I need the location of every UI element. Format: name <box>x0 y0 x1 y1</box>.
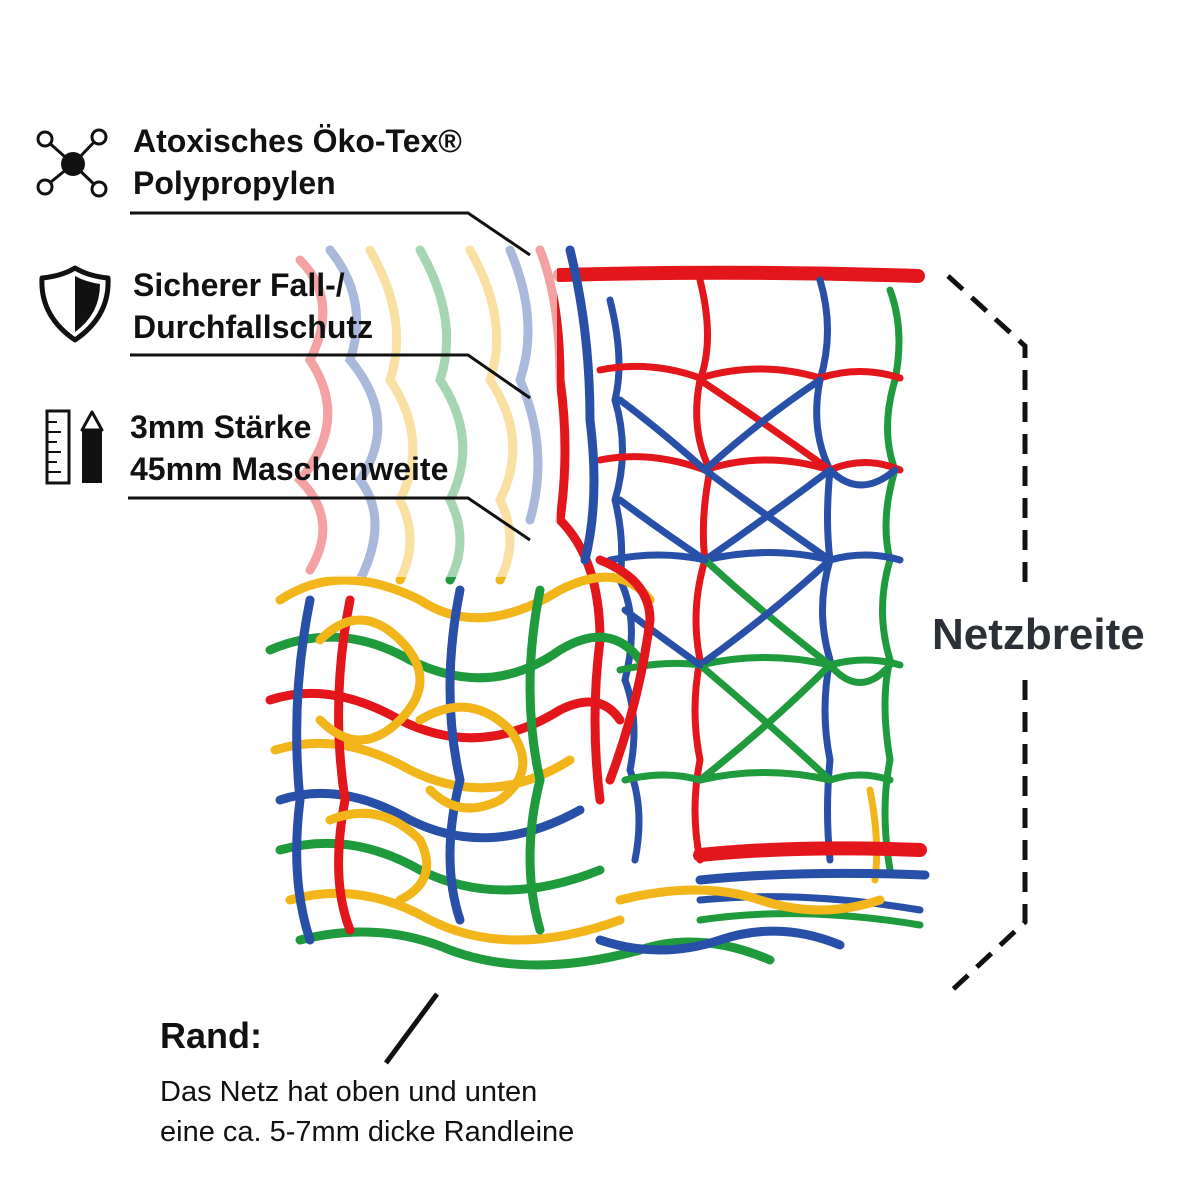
edge-description-line1: Das Netz hat oben und unten <box>160 1076 538 1108</box>
feature-item-material: Atoxisches Öko-Tex® Polypropylen <box>133 120 462 204</box>
dimension-label: Netzbreite <box>932 610 1145 659</box>
feature-line2: Durchfallschutz <box>133 309 374 345</box>
feature-line2: Polypropylen <box>133 165 336 201</box>
edge-description-line2: eine ca. 5-7mm dicke Randleine <box>160 1116 575 1148</box>
edge-title: Rand: <box>160 1015 262 1056</box>
feature-line1: Atoxisches Öko-Tex® <box>133 123 462 159</box>
shield-icon <box>39 265 111 343</box>
leader-line-1 <box>130 211 531 257</box>
feature-line1: Sicherer Fall-/ <box>133 267 345 303</box>
edge-description: Das Netz hat oben und unten eine ca. 5-7… <box>160 1072 574 1152</box>
feature-line1: 3mm Stärke <box>130 409 312 445</box>
feature-line2: 45mm Maschenweite <box>130 451 449 487</box>
net-mesh <box>596 276 904 884</box>
bottom-border-rope <box>693 841 927 862</box>
leader-line-2 <box>130 353 531 400</box>
top-border-rope <box>553 265 925 283</box>
leader-line-3 <box>128 496 531 542</box>
ruler-pencil-icon <box>45 409 104 485</box>
feature-item-safety: Sicherer Fall-/ Durchfallschutz <box>133 264 373 348</box>
text-backdrop <box>282 232 557 577</box>
molecule-icon <box>36 128 108 198</box>
feature-item-dimensions: 3mm Stärke 45mm Maschenweite <box>130 406 448 490</box>
